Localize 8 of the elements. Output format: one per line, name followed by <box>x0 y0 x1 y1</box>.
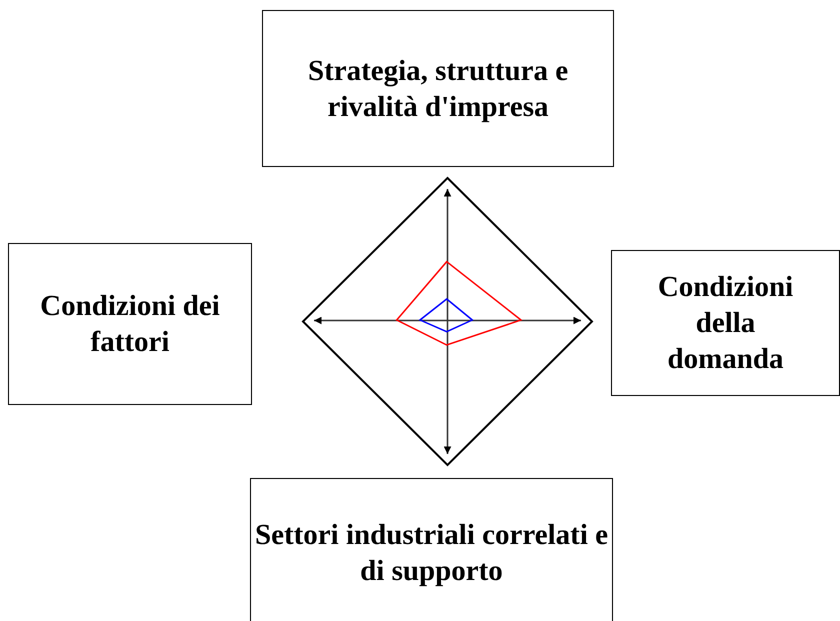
factor-box <box>611 250 840 396</box>
box-label: Strategia, struttura e rivalità d'impresa <box>308 54 568 122</box>
factor-box <box>250 478 613 621</box>
box-label: Condizioni della domanda <box>658 271 794 375</box>
factor-box <box>262 10 614 167</box>
factor-box <box>8 243 252 405</box>
box-label: Settori industriali correlati e di supporto <box>254 519 608 587</box>
box-label: Condizioni dei fattori <box>40 290 220 358</box>
